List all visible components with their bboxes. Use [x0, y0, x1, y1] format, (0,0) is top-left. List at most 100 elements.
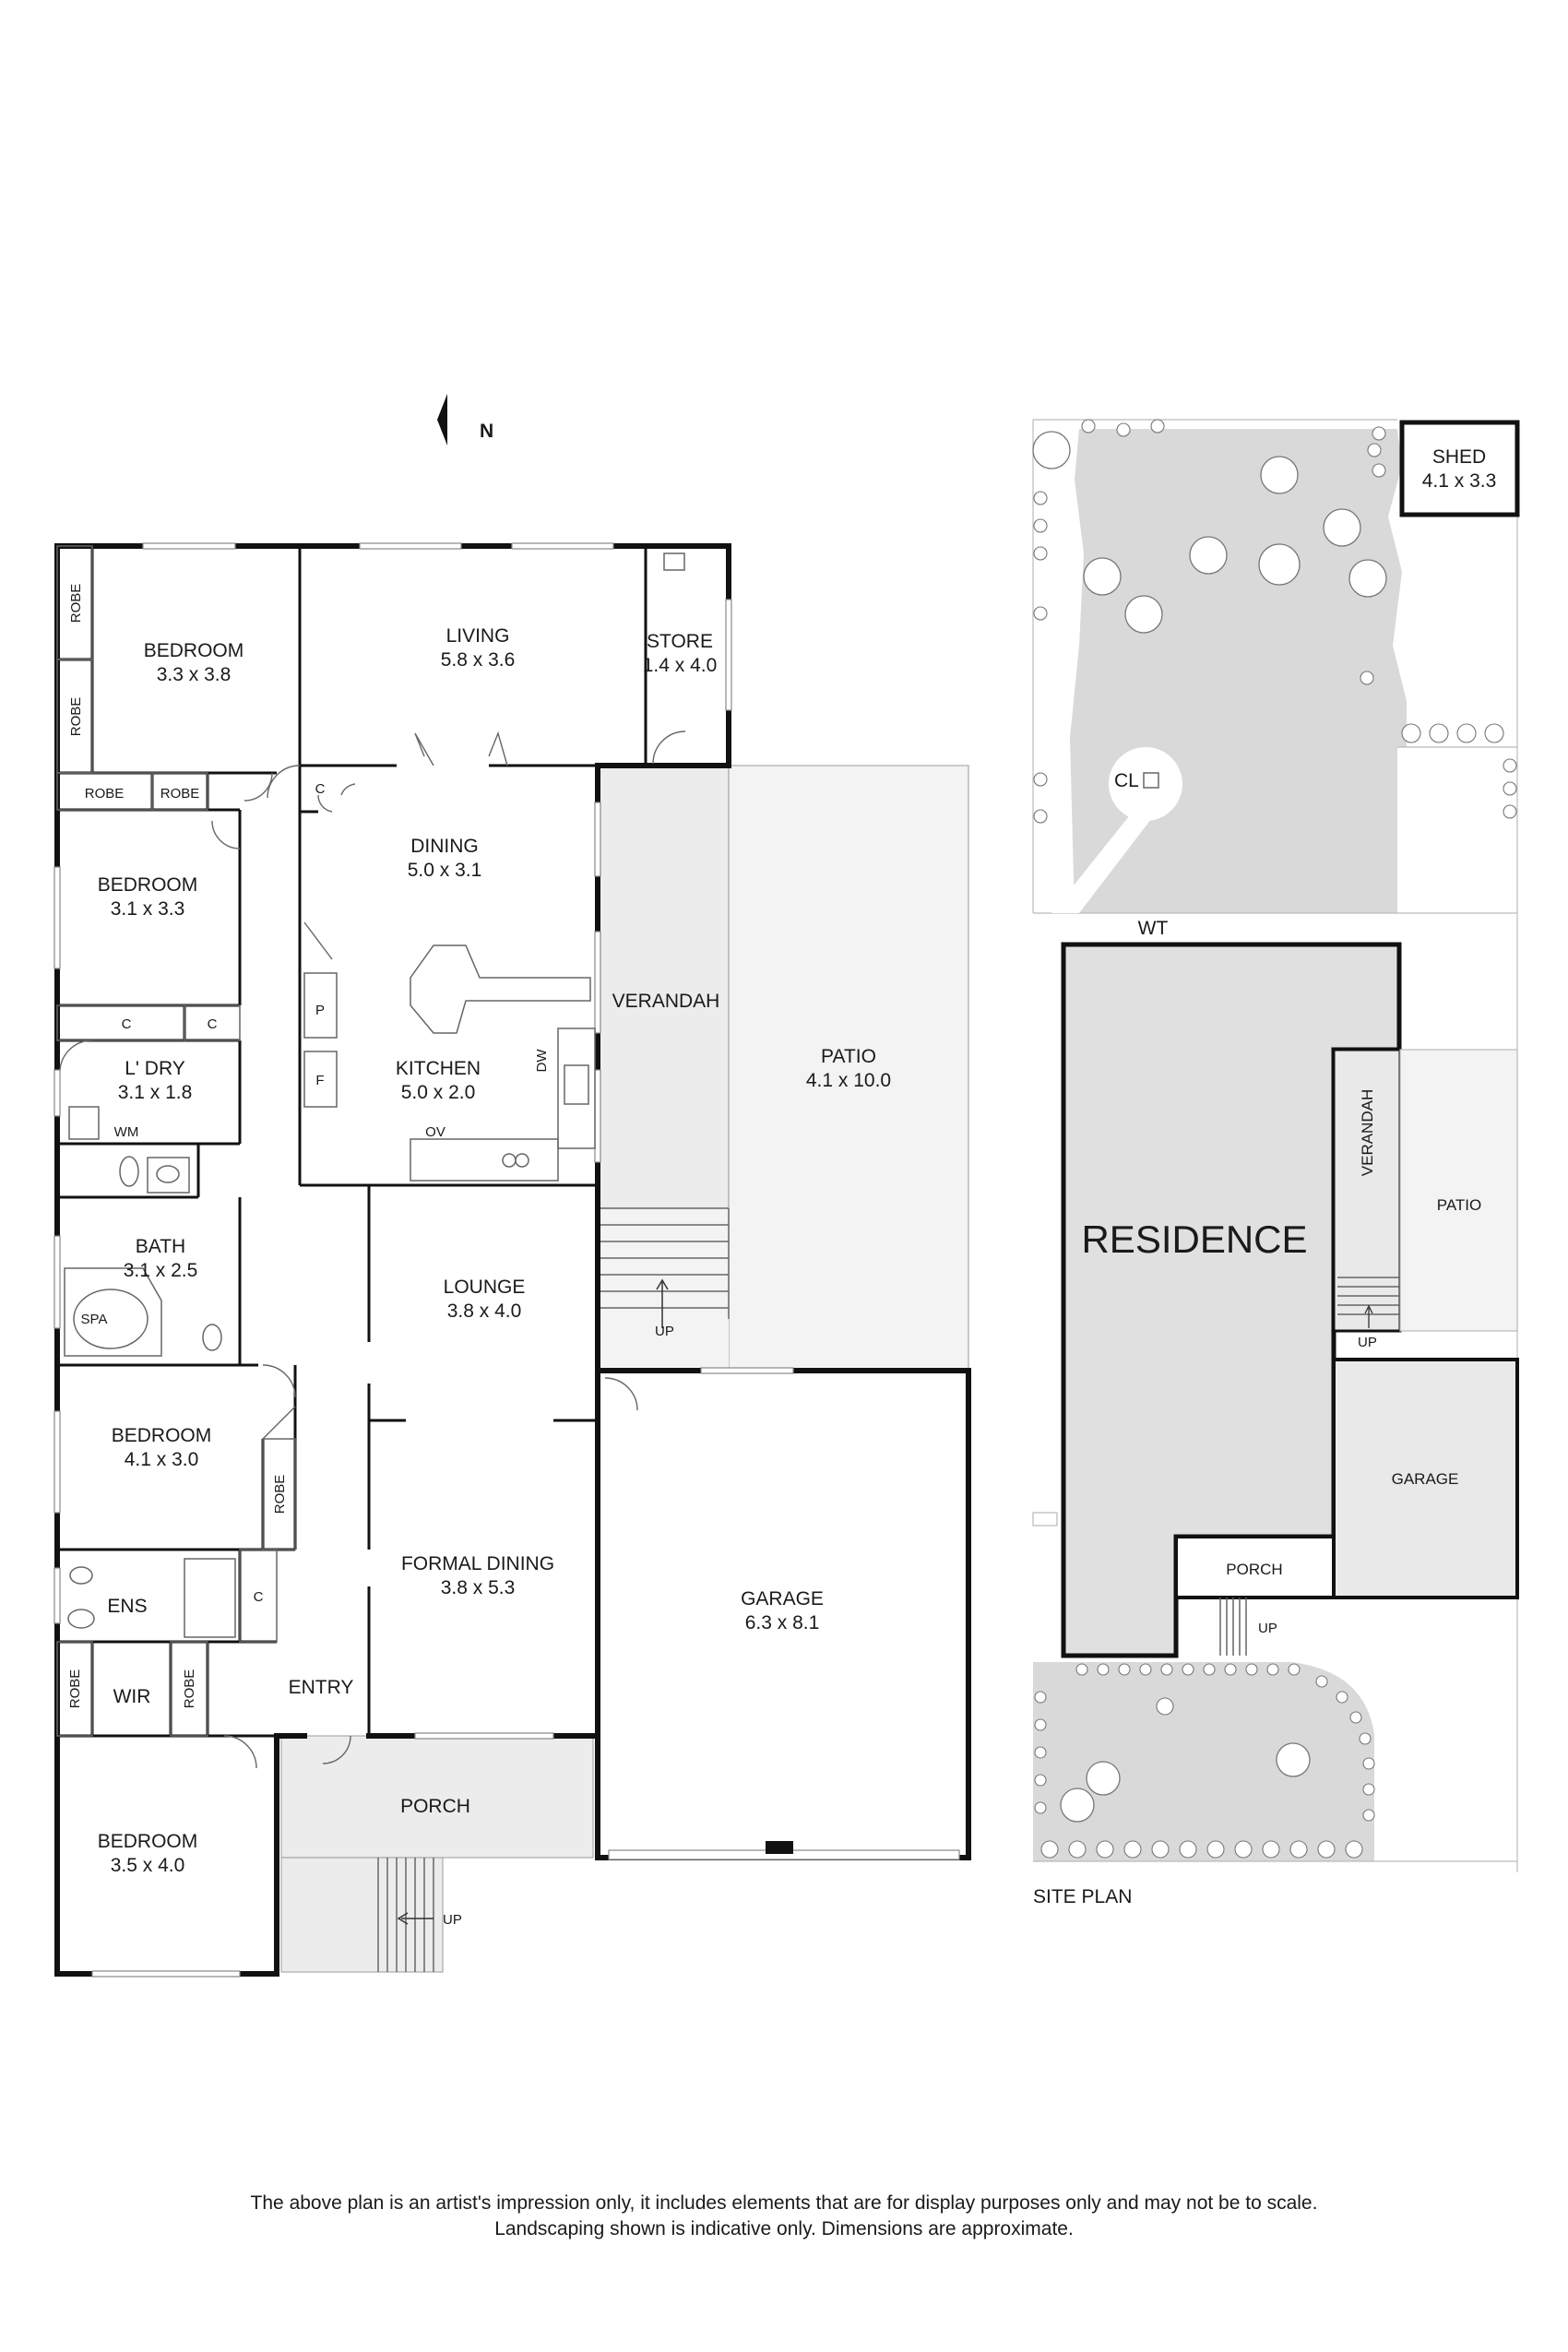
front-shrub-icons	[1034, 1663, 1375, 1859]
pantry-label: P	[315, 1003, 325, 1018]
room-dims: 4.1 x 3.0	[125, 1449, 199, 1470]
robe-label: ROBE	[85, 786, 125, 802]
room-name: BEDROOM	[112, 1425, 212, 1446]
room-name: ENTRY	[289, 1677, 354, 1698]
kitchen-side-bench	[557, 1028, 596, 1149]
clothesline-area	[1109, 747, 1182, 821]
disclaimer-line-1: The above plan is an artist's impression…	[250, 2192, 1318, 2214]
site-porch	[1174, 1535, 1336, 1599]
room-dims: 3.1 x 2.5	[124, 1260, 198, 1281]
porch-up-label: UP	[443, 1912, 462, 1928]
site-patio	[1399, 1049, 1518, 1332]
shrub-icons	[1033, 419, 1517, 824]
oven-label: OV	[425, 1124, 445, 1140]
room-name: ENS	[107, 1596, 147, 1617]
store-tap-icon	[663, 552, 685, 571]
porch-steps: UP	[377, 1858, 462, 1972]
room-name: L' DRY	[125, 1058, 184, 1079]
north-letter: N	[480, 421, 493, 442]
disclaimer: The above plan is an artist's impression…	[0, 2191, 1568, 2242]
porch-steps-area	[280, 1857, 444, 1973]
room-name: LOUNGE	[444, 1277, 526, 1298]
verandah-steps-area	[598, 1208, 729, 1371]
verandah-area	[597, 765, 730, 1209]
room-dims: 3.3 x 3.8	[157, 664, 232, 685]
cooktop-icon	[502, 1153, 517, 1168]
room-name: BEDROOM	[144, 640, 244, 661]
toilet-icon	[67, 1609, 95, 1629]
room-name: VERANDAH	[612, 991, 720, 1012]
cupboard-label: C	[254, 1589, 264, 1605]
room-name: STORE	[647, 631, 713, 652]
fridge-space	[303, 1051, 338, 1108]
north-compass: N	[437, 394, 493, 445]
bathroom-fittings	[64, 552, 685, 1638]
room-name: BATH	[136, 1236, 185, 1257]
backyard-lawn	[1033, 429, 1407, 913]
shed-building	[1399, 420, 1520, 517]
spa-icon	[64, 1267, 162, 1357]
robe-label: ROBE	[160, 786, 200, 802]
residence-label: RESIDENCE	[1081, 1218, 1307, 1261]
cupboard-label: C	[122, 1016, 132, 1032]
pantry-cupboard	[303, 972, 338, 1039]
site-plan: CL SHED 4.1 x 3.3 WT RESIDENCE VERA	[1032, 419, 1520, 1907]
cupboard-label: C	[208, 1016, 218, 1032]
patio-area	[728, 765, 969, 1372]
north-arrow-icon	[437, 394, 447, 445]
shed-name: SHED	[1432, 446, 1486, 468]
site-porch-steps: UP	[1219, 1598, 1277, 1656]
fridge-label: F	[315, 1073, 324, 1088]
kitchen-bench	[410, 1138, 559, 1182]
room-name: BEDROOM	[98, 1831, 198, 1852]
toilet-icon	[119, 1156, 139, 1187]
robe-label: ROBE	[68, 584, 84, 624]
dishwasher-label: DW	[534, 1049, 550, 1073]
room-name: WIR	[113, 1686, 151, 1707]
front-tree-icons	[1060, 1742, 1311, 1823]
room-name: PORCH	[400, 1796, 470, 1817]
up-arrow-icon	[1364, 1304, 1373, 1328]
site-porch-up: UP	[1258, 1621, 1277, 1636]
site-garage	[1332, 1358, 1519, 1599]
robes	[56, 545, 296, 1737]
cupboard-label: C	[315, 781, 326, 797]
kitchen-island	[410, 944, 591, 1034]
room-name: PATIO	[821, 1046, 876, 1067]
sink-icon	[564, 1064, 589, 1105]
kitchen-fittings	[300, 783, 596, 1182]
room-name: FORMAL DINING	[401, 1553, 554, 1574]
porch-area	[280, 1735, 594, 1859]
robe-label: ROBE	[182, 1669, 197, 1709]
toilet-icon	[202, 1324, 222, 1351]
room-dims: 5.0 x 3.1	[408, 860, 482, 881]
front-garden-lawn	[1033, 1662, 1374, 1861]
site-garage-label: GARAGE	[1392, 1470, 1459, 1488]
up-arrow-icon	[656, 1278, 669, 1328]
vanity-icon	[147, 1157, 190, 1194]
robe-label: ROBE	[68, 697, 84, 737]
washing-machine-label: WM	[114, 1124, 139, 1140]
room-name: GARAGE	[741, 1588, 824, 1610]
clothesline-icon	[1143, 772, 1159, 789]
site-patio-label: PATIO	[1437, 1196, 1482, 1214]
room-dims: 5.0 x 2.0	[401, 1082, 476, 1103]
site-porch-label: PORCH	[1226, 1561, 1282, 1578]
spa-label: SPA	[81, 1312, 108, 1327]
verandah-steps: UP	[598, 1207, 730, 1339]
room-name: DINING	[410, 836, 479, 857]
water-tank-label: WT	[1138, 918, 1169, 939]
room-name: KITCHEN	[396, 1058, 481, 1079]
room-dims: 3.1 x 1.8	[118, 1082, 193, 1103]
shower-icon	[184, 1558, 236, 1638]
room-dims: 1.4 x 4.0	[643, 655, 718, 676]
room-dims: 3.8 x 5.3	[441, 1577, 516, 1598]
room-dims: 4.1 x 10.0	[806, 1070, 891, 1091]
site-plan-title: SITE PLAN	[1033, 1886, 1132, 1907]
site-verandah-up: UP	[1358, 1335, 1377, 1350]
room-name: LIVING	[446, 625, 510, 647]
tree-icons	[1032, 431, 1387, 634]
verandah-up-label: UP	[655, 1324, 674, 1339]
disclaimer-line-2: Landscaping shown is indicative only. Di…	[494, 2218, 1074, 2239]
